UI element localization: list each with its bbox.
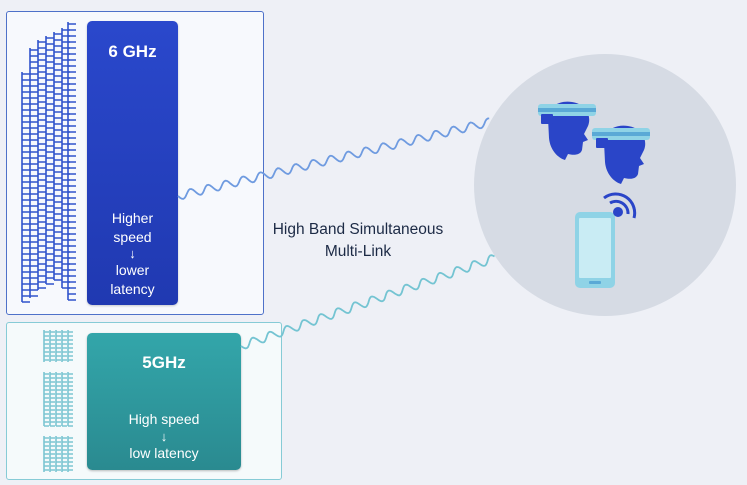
down-arrow-icon: ↓ xyxy=(160,428,168,444)
multi-link-label-line2: Multi-Link xyxy=(324,243,392,260)
band-6ghz-line4: latency xyxy=(110,280,155,297)
band-6ghz-line3: lower xyxy=(115,262,150,278)
band-5ghz-block: 5GHz High speed ↓ low latency xyxy=(87,333,241,470)
band-6ghz-block: 6 GHz Higher speed ↓ lower latency xyxy=(87,21,178,305)
band-6ghz-title: 6 GHz xyxy=(108,42,157,61)
band-6ghz-description: Higher speed ↓ lower latency xyxy=(87,209,178,298)
band-5ghz-title: 5GHz xyxy=(142,353,186,372)
band-5ghz-description: High speed ↓ low latency xyxy=(87,410,241,462)
wave-6ghz xyxy=(177,117,490,200)
smartphone-icon xyxy=(575,192,637,288)
vr-headset-user-2-icon xyxy=(592,125,650,184)
vr-headset-user-1-icon xyxy=(538,101,596,160)
band-5ghz-line1: High speed xyxy=(128,411,200,427)
wave-5ghz xyxy=(240,254,495,350)
multi-link-label: High Band Simultaneous Multi-Link xyxy=(248,219,468,263)
band-6ghz-line1: Higher xyxy=(111,210,154,226)
band-5ghz-line2: low latency xyxy=(129,444,199,461)
multi-link-label-line1: High Band Simultaneous xyxy=(272,221,444,238)
band-6ghz-line2: speed xyxy=(113,228,152,245)
down-arrow-icon: ↓ xyxy=(129,246,136,261)
